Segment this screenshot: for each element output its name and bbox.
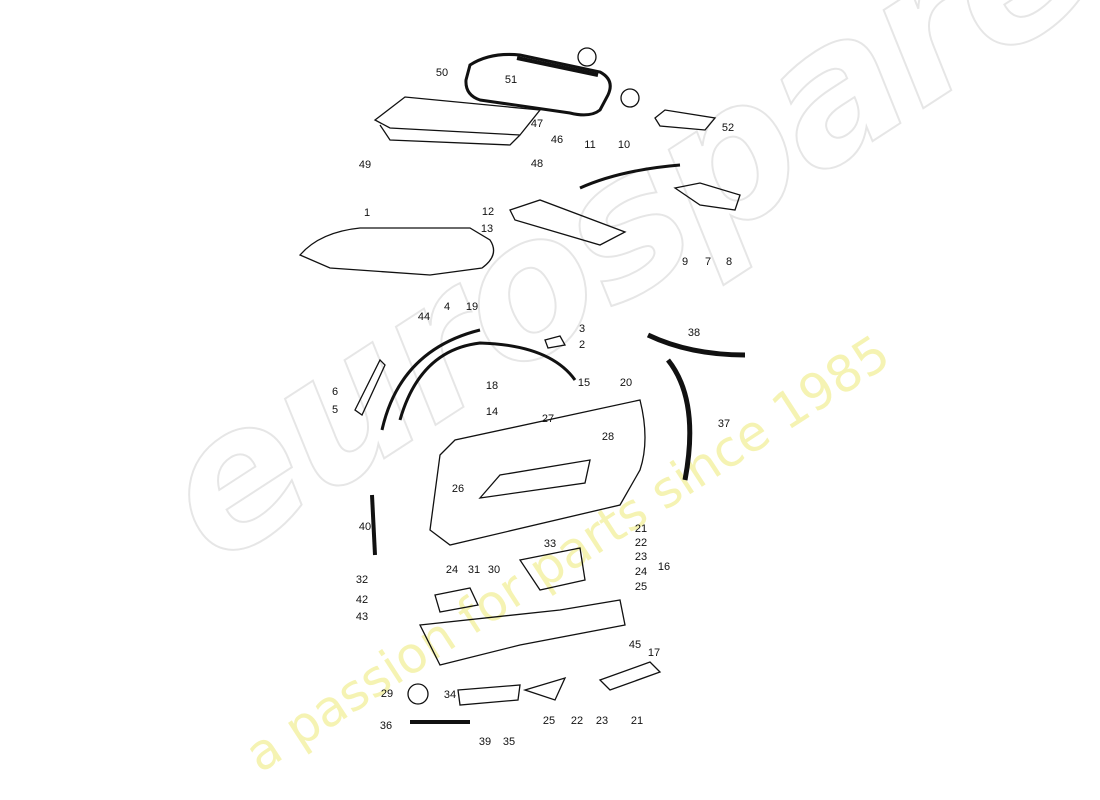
- part-label: 31: [467, 564, 481, 576]
- speaker-grille: [407, 683, 429, 705]
- part-label: 35: [502, 736, 516, 748]
- part-label: 32: [355, 574, 369, 586]
- part-label: 11: [584, 139, 596, 151]
- door-pocket: [478, 459, 591, 499]
- part-label: 14: [485, 406, 499, 418]
- part-label: 27: [541, 413, 555, 425]
- part-label: 51: [504, 74, 518, 86]
- part-label: 36: [379, 720, 393, 732]
- bracket: [544, 335, 567, 349]
- part-label: 33: [543, 538, 557, 550]
- part-label: 24: [634, 566, 648, 578]
- part-label: 42: [355, 594, 369, 606]
- sun-visor: [673, 182, 741, 211]
- part-label: 37: [717, 418, 731, 430]
- a-pillar-trim: [354, 358, 386, 416]
- part-label: 2: [578, 339, 586, 351]
- part-label: 1: [363, 207, 371, 219]
- part-label: 15: [577, 377, 591, 389]
- clip-icon: [620, 88, 640, 108]
- part-label: 43: [355, 611, 369, 623]
- part-label: 12: [481, 206, 495, 218]
- part-label: 47: [530, 118, 544, 130]
- part-label: 19: [465, 301, 479, 313]
- part-label: 21: [630, 715, 644, 727]
- console-tray: [509, 199, 627, 246]
- part-label: 44: [417, 311, 431, 323]
- part-label: 26: [451, 483, 465, 495]
- part-label: 50: [435, 67, 449, 79]
- switch-panel: [457, 684, 521, 706]
- part-label: 22: [570, 715, 584, 727]
- part-label: 52: [721, 122, 735, 134]
- rear-seal-38: [646, 332, 746, 358]
- door-seal-40: [370, 494, 377, 556]
- part-label: 49: [358, 159, 372, 171]
- part-label: 6: [331, 386, 339, 398]
- part-label: 4: [443, 301, 451, 313]
- part-label: 28: [601, 431, 615, 443]
- part-label: 48: [530, 158, 544, 170]
- roof-seal-44: [380, 328, 481, 431]
- part-label: 13: [480, 223, 494, 235]
- roof-seal-18: [398, 341, 577, 421]
- part-label: 34: [443, 689, 457, 701]
- trim-strip: [579, 163, 681, 190]
- clip-icon: [577, 47, 597, 67]
- part-label: 23: [634, 551, 648, 563]
- part-label: 9: [681, 256, 689, 268]
- part-label: 39: [478, 736, 492, 748]
- part-label: 38: [687, 327, 701, 339]
- door-sill-trim: [418, 599, 626, 666]
- armrest: [518, 547, 586, 591]
- part-label: 45: [628, 639, 642, 651]
- rear-shelf-panel: [373, 96, 542, 146]
- part-label: 3: [578, 323, 586, 335]
- part-label: 25: [542, 715, 556, 727]
- step-trim: [598, 661, 662, 691]
- part-label: 10: [617, 139, 631, 151]
- headliner: [298, 227, 495, 276]
- part-label: 30: [487, 564, 501, 576]
- part-label: 25: [634, 581, 648, 593]
- part-label: 24: [445, 564, 459, 576]
- part-label: 20: [619, 377, 633, 389]
- part-label: 18: [485, 380, 499, 392]
- door-panel: [429, 399, 646, 546]
- part-label: 22: [634, 537, 648, 549]
- part-label: 8: [725, 256, 733, 268]
- part-label: 16: [657, 561, 671, 573]
- lamp-housing: [654, 109, 717, 131]
- window-seal-strip: [516, 56, 599, 77]
- part-label: 46: [550, 134, 564, 146]
- rear-seal-37: [666, 358, 693, 481]
- part-label: 7: [704, 256, 712, 268]
- rear-window-seal: [464, 53, 612, 117]
- part-label: 23: [595, 715, 609, 727]
- handle: [434, 587, 479, 613]
- part-label: 40: [358, 521, 372, 533]
- part-label: 5: [331, 404, 339, 416]
- part-label: 17: [647, 647, 661, 659]
- part-label: 21: [634, 523, 648, 535]
- cover-25: [522, 676, 567, 701]
- part-label: 29: [380, 688, 394, 700]
